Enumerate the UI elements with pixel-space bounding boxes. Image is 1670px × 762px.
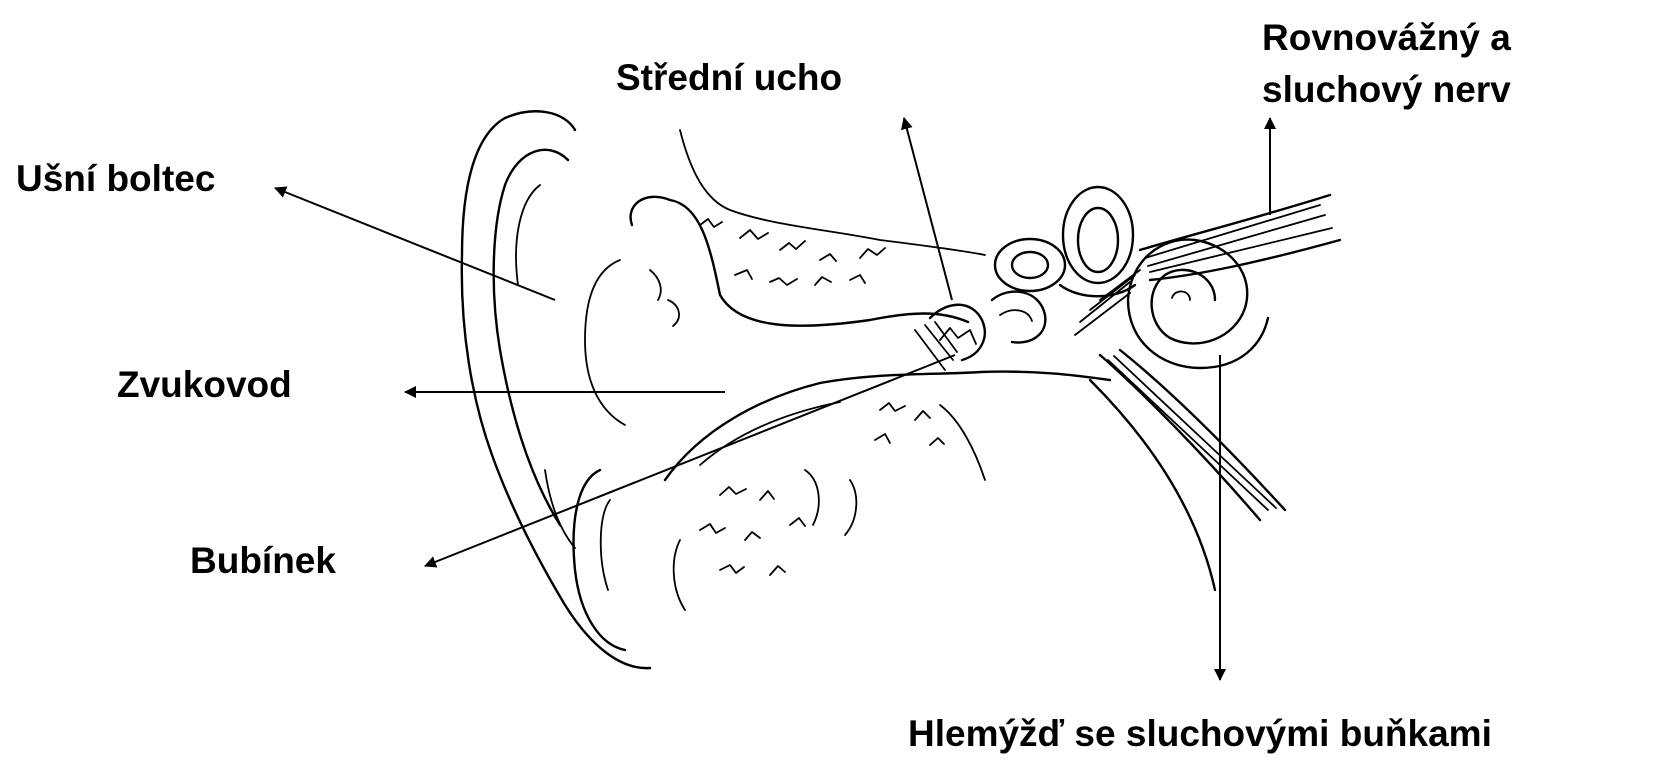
label-stredni-ucho: Střední ucho [616,56,842,100]
label-bubinek: Bubínek [190,539,336,583]
middle-ear-ossicles [915,292,1045,370]
semicircular-canals [995,187,1135,296]
label-nerv-line2: sluchový nerv [1262,64,1511,116]
label-zvukovod: Zvukovod [117,363,292,407]
label-hlemyzd: Hlemýžď se sluchovými buňkami [908,712,1492,756]
pointer-bubinek [425,355,955,566]
label-rovnovazny-sluchovy-nerv: Rovnovážný a sluchový nerv [1262,12,1511,116]
pointer-stredni-ucho [904,118,952,300]
auricle-drawing [462,111,650,668]
label-nerv-line1: Rovnovážný a [1262,12,1511,64]
cochlea [1128,240,1268,368]
label-usni-boltec: Ušní boltec [16,157,215,201]
pointer-usni-boltec [275,188,555,300]
temporal-bone-texture [650,130,985,610]
